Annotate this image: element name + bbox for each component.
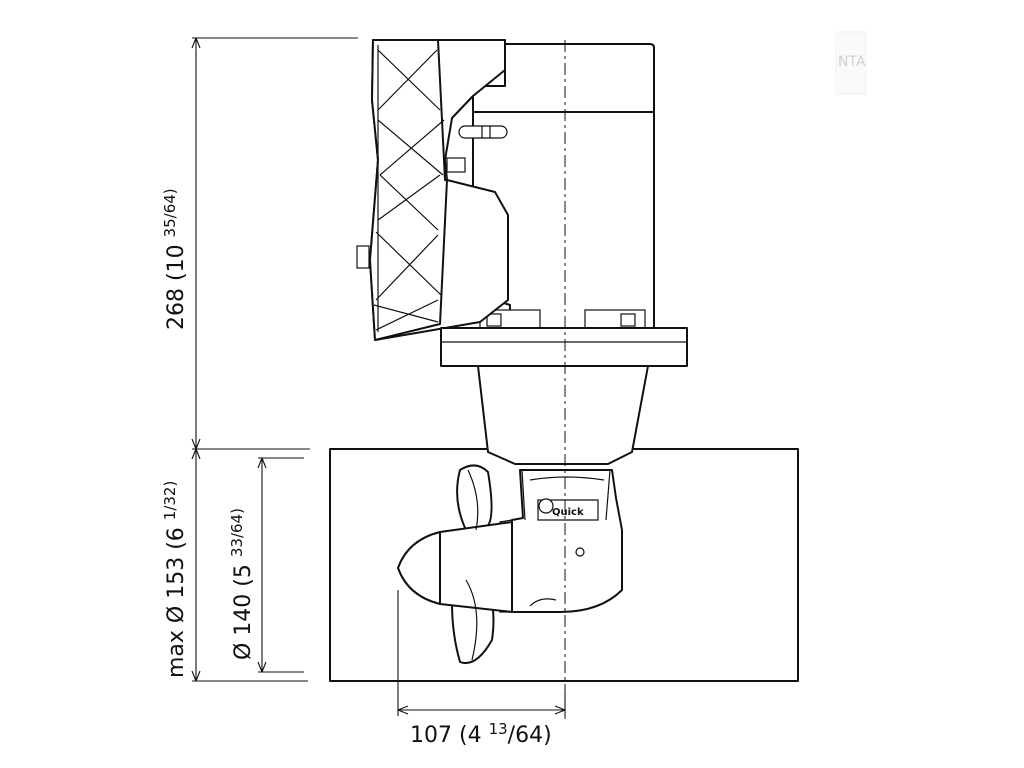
height-dimension-label: 268 (10 [164, 237, 189, 330]
corner-watermark-box [835, 31, 867, 95]
brand-logo: Quick [552, 507, 584, 518]
tunnel-inner-dimension-fraction: 33/64) [228, 508, 246, 557]
control-box [356, 39, 509, 341]
height-dimension-fraction: 35/64) [161, 188, 179, 237]
gear-leg [477, 365, 649, 465]
offset-dimension-label: 107 (4 [410, 723, 489, 748]
svg-text:Ø 140 (5 33/64): Ø 140 (5 33/64) [228, 508, 256, 660]
tunnel-max-dimension: max Ø 153 (6 1/32) [161, 448, 308, 682]
svg-text:max Ø 153 (6 1/32): max Ø 153 (6 1/32) [161, 481, 189, 678]
tunnel-max-dimension-fraction: 1/32) [161, 481, 179, 521]
corner-fragment-text: NTA [838, 54, 866, 70]
offset-dimension-fraction-den: /64) [508, 723, 552, 748]
svg-text:268 (10 35/64): 268 (10 35/64) [161, 188, 189, 330]
tunnel-inner-dimension-label: Ø 140 (5 [231, 557, 256, 660]
height-dimension: 268 (10 35/64) [161, 37, 358, 450]
propeller [397, 464, 513, 664]
motor-housing [446, 43, 655, 329]
tunnel-max-dimension-label: max Ø 153 (6 [164, 520, 189, 678]
offset-dimension-fraction-num: 13 [489, 720, 508, 738]
gear-pod: Quick [499, 469, 623, 613]
tunnel-inner-dimension: Ø 140 (5 33/64) [228, 457, 304, 673]
offset-dimension: 107 (4 13/64) [397, 590, 566, 748]
svg-text:107 (4 13/64): 107 (4 13/64) [410, 720, 552, 748]
mounting-flange [440, 327, 688, 367]
